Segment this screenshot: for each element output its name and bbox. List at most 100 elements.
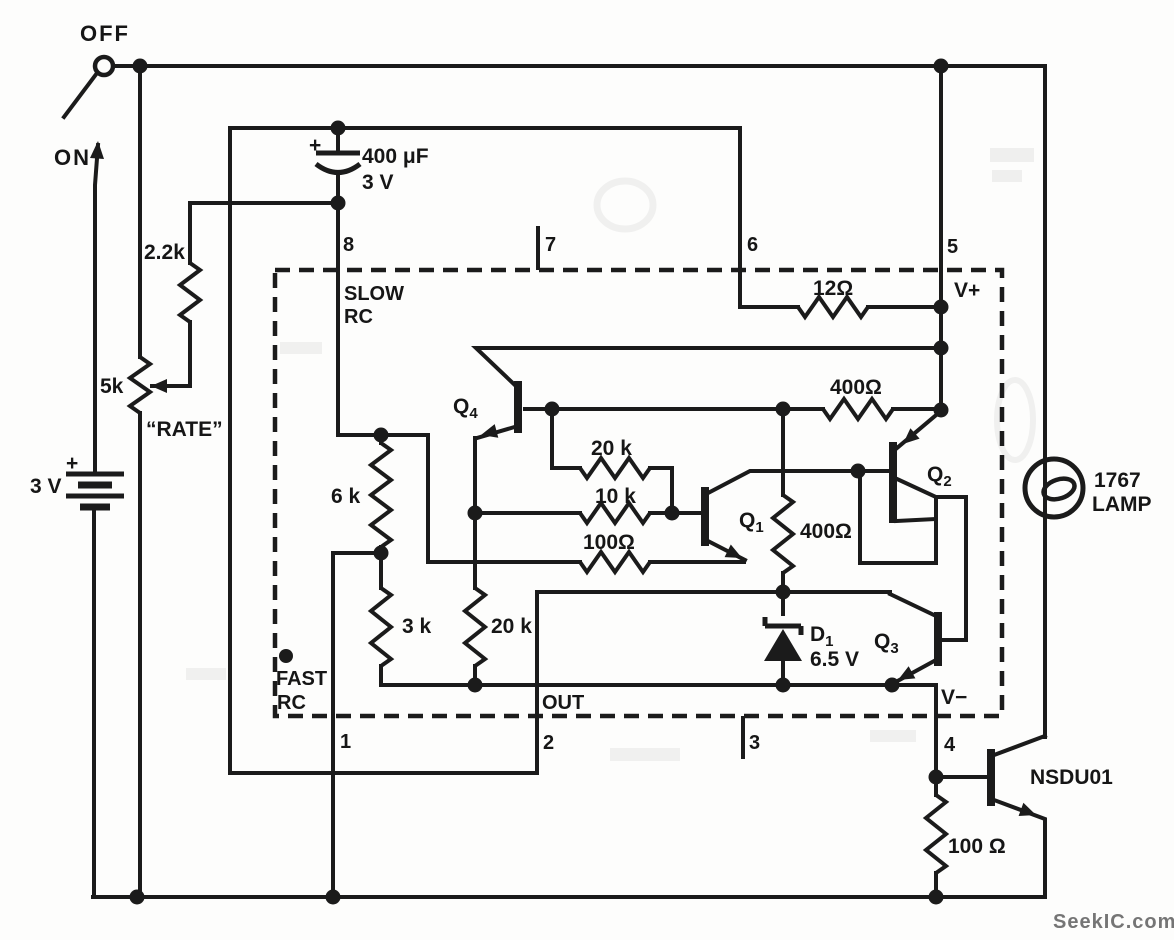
rate-pot-name-label: “RATE”	[146, 418, 223, 441]
rate-pot-value-label: 5k	[100, 375, 124, 398]
q3-label: Q3	[874, 630, 899, 657]
pot-wiper-arrowhead	[151, 379, 167, 393]
battery-voltage-label: 3 V	[30, 475, 62, 498]
resistor-2k2-label: 2.2k	[144, 241, 185, 264]
q2-emitter-arrowhead	[903, 428, 920, 444]
wire	[93, 142, 101, 474]
wire	[379, 664, 938, 899]
junction-dots	[129, 58, 949, 905]
q3-emitter-arrowhead	[898, 666, 916, 680]
cap-plus-label: +	[309, 134, 321, 157]
lamp-name-label: LAMP	[1092, 493, 1152, 516]
zener-anode-triangle	[764, 629, 802, 661]
pin-3-label: 3	[749, 732, 760, 754]
d1-label: D1	[810, 623, 834, 650]
switch-on-arrowhead	[90, 141, 104, 159]
resistor-100-output-label: 100 Ω	[948, 835, 1006, 858]
q1-collector	[705, 469, 891, 496]
wire	[61, 70, 100, 120]
resistor-400-top-label: 400Ω	[830, 376, 882, 399]
transistor-q2	[889, 408, 944, 524]
wire	[550, 407, 674, 515]
wire	[934, 495, 968, 642]
resistor-400-top	[821, 395, 895, 423]
wire	[111, 64, 1047, 739]
watermark: SeekIC.com	[1053, 911, 1174, 933]
pin-2-label: 2	[543, 732, 554, 754]
cap-value-label: 400 μF	[362, 145, 429, 168]
nsdu01-collector	[991, 733, 1048, 758]
resistor-100-mid-label: 100Ω	[583, 531, 635, 554]
q4-label: Q4	[453, 395, 478, 422]
lamp-filament-icon	[1041, 476, 1077, 502]
zener-cathode-bar	[762, 617, 804, 635]
power-switch	[90, 54, 116, 159]
wire	[336, 201, 582, 564]
pin-8-label: 8	[343, 234, 354, 256]
vplus-label: V+	[954, 279, 980, 302]
out-label: OUT	[542, 692, 584, 714]
slow-rc-label-line1: SLOW	[344, 283, 404, 305]
resistor-rate-pot	[126, 355, 154, 415]
q2-label: Q2	[927, 463, 952, 490]
resistor-20k-lower-label: 20 k	[491, 615, 532, 638]
switch-off-contact	[92, 54, 116, 78]
slow-rc-label-line2: RC	[344, 306, 373, 328]
capacitor-curved-plate	[314, 161, 362, 175]
fast-rc-dot	[279, 649, 293, 663]
wire	[858, 470, 938, 565]
scan-ghosting	[186, 148, 1036, 761]
resistors	[126, 261, 950, 875]
transistor-q3	[887, 591, 942, 687]
resistor-6k-label: 6 k	[331, 485, 361, 508]
resistor-20k-upper	[578, 454, 652, 482]
battery-3v	[66, 471, 124, 511]
q3-emitter	[889, 657, 939, 687]
zener-d1	[762, 617, 804, 661]
pin-4-label: 4	[944, 734, 956, 756]
pin-1-label: 1	[340, 731, 351, 753]
q4-collector	[471, 346, 943, 391]
wire	[228, 126, 742, 775]
resistor-100-output	[922, 793, 950, 875]
lamp-1767	[1022, 456, 1086, 520]
q2-emitter	[894, 408, 944, 451]
transistor-nsdu01	[987, 733, 1048, 899]
resistor-20k-lower	[461, 586, 489, 668]
nsdu01-emitter	[991, 797, 1047, 899]
resistor-10k-label: 10 k	[595, 485, 636, 508]
pin-6-label: 6	[747, 234, 758, 256]
resistor-10k	[578, 499, 652, 527]
off-label: OFF	[80, 21, 130, 46]
q1-emitter-arrowhead	[724, 544, 742, 558]
ic-boundary	[272, 267, 1005, 719]
resistor-20k-upper-label: 20 k	[591, 437, 632, 460]
resistor-2k2	[176, 261, 204, 324]
resistor-3k-label: 3 k	[402, 615, 432, 638]
fast-rc-label-line1: FAST	[276, 668, 327, 690]
resistor-12	[796, 293, 870, 321]
capacitor-400uf	[314, 150, 362, 175]
wire	[150, 201, 340, 388]
nsdu01-label: NSDU01	[1030, 766, 1113, 789]
fast-rc-label-line2: RC	[277, 692, 306, 714]
resistor-12-label: 12Ω	[813, 277, 853, 300]
resistor-400-mid	[769, 493, 797, 575]
lamp-part-label: 1767	[1094, 469, 1141, 492]
resistor-3k	[367, 586, 395, 668]
resistor-100-mid	[578, 548, 652, 576]
vminus-label: V−	[941, 686, 967, 709]
battery-plus-label: +	[66, 452, 78, 475]
d1-value-label: 6.5 V	[810, 648, 859, 671]
pin-5-label: 5	[947, 236, 958, 258]
q4-emitter-arrowhead	[481, 424, 499, 438]
transistor-q4	[471, 346, 943, 441]
pin-7-label: 7	[545, 234, 556, 256]
on-label: ON	[54, 145, 91, 170]
nsdu01-emitter-arrowhead	[1018, 802, 1036, 816]
resistor-400-mid-label: 400Ω	[800, 520, 852, 543]
q3-collector	[887, 591, 941, 620]
transistor-q1	[701, 469, 891, 563]
